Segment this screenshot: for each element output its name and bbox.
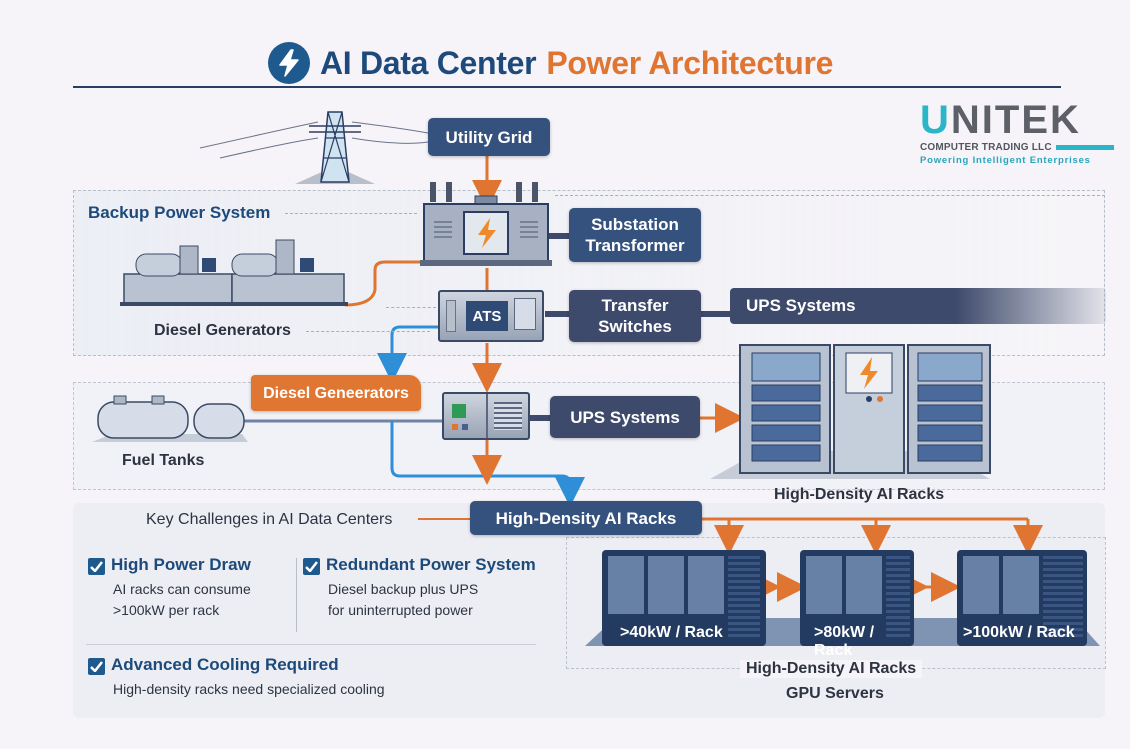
logo-letters: NITEK [950, 98, 1081, 142]
hd-racks-node[interactable]: High-Density AI Racks [470, 501, 702, 535]
lightning-bolt-icon [268, 42, 310, 84]
transfer-line-1: Transfer [601, 296, 669, 315]
key-challenges-label: Key Challenges in AI Data Centers [146, 511, 393, 528]
racks-caption-line-1: High-Density AI Racks [740, 660, 923, 678]
fuel-tanks-label: Fuel Tanks [122, 452, 205, 469]
hd-racks-caption: High-Density AI Racks [774, 486, 945, 503]
challenge-desc-line: High-density racks need specialized cool… [113, 681, 385, 697]
substation-line-2: Transformer [585, 236, 685, 255]
backup-power-label: Backup Power System [88, 203, 271, 222]
logo-bar [1055, 145, 1114, 150]
utility-grid-node[interactable]: Utility Grid [428, 118, 550, 156]
rack-power-label: >100kW / Rack [963, 624, 1075, 641]
challenges-panel [73, 503, 1105, 718]
challenge-item: High Power Draw AI racks can consume >100… [88, 555, 251, 621]
racks-caption-line-2: GPU Servers [786, 685, 884, 702]
title-part-1: AI Data Center [320, 44, 537, 81]
logo-tagline: Powering Intelligent Enterprises [920, 155, 1091, 166]
challenge-desc-line: Diesel backup plus UPS [328, 581, 479, 597]
rack-power-label: >80kW / Rack [814, 624, 875, 659]
gpu-rack: >80kW / Rack [800, 550, 914, 659]
backup-top-dash [555, 195, 1105, 196]
challenge-desc-line: >100kW per rack [113, 602, 220, 618]
ups-systems-node[interactable]: UPS Systems [550, 396, 700, 438]
transfer-line-2: Switches [598, 317, 672, 336]
rack-power-label: >40kW / Rack [620, 624, 723, 641]
challenge-desc-line: AI racks can consume [113, 581, 251, 597]
gen-dash-2 [386, 307, 436, 308]
logo-letter-u: U [920, 98, 951, 142]
fuel-tanks-icon [92, 395, 248, 442]
checkbox-icon [88, 658, 105, 675]
ups-cabinet-equipment [442, 392, 530, 440]
ats-label: ATS [466, 301, 508, 331]
logo-wordmark: UNITEK [920, 100, 1120, 140]
challenge-desc-line: for uninterrupted power [328, 602, 473, 618]
challenge-divider [296, 558, 297, 632]
ats-switch-equipment: ATS [438, 290, 544, 342]
checkbox-icon [88, 558, 105, 575]
challenge-item: Advanced Cooling Required High-density r… [88, 655, 385, 700]
diesel-generators-label: Diesel Generators [154, 322, 291, 339]
challenge-separator [86, 644, 536, 645]
page-title: AI Data Center Power Architecture [268, 38, 833, 88]
diesel-generators-icon [120, 239, 348, 306]
transformer-equipment [420, 182, 552, 268]
gpu-rack: >100kW / Rack [957, 550, 1087, 646]
gen-dash [306, 331, 430, 332]
challenge-title: Advanced Cooling Required [111, 655, 339, 674]
diesel-generators-tag[interactable]: Diesel Geneerators [251, 375, 421, 411]
backup-dash [285, 213, 417, 214]
challenge-title: High Power Draw [111, 555, 251, 574]
checkbox-icon [303, 558, 320, 575]
title-part-2: Power Architecture [546, 44, 834, 81]
title-divider [73, 86, 1061, 88]
challenge-item: Redundant Power System Diesel backup plu… [303, 555, 536, 621]
logo-company: COMPUTER TRADING LLC [920, 142, 1120, 153]
substation-line-1: Substation [591, 215, 679, 234]
challenge-title: Redundant Power System [326, 555, 536, 574]
ups-racks-icon [710, 344, 991, 479]
ups-systems-banner[interactable]: UPS Systems [730, 288, 1106, 324]
logo-company-text: COMPUTER TRADING LLC [920, 142, 1052, 153]
gpu-rack: >40kW / Rack [602, 550, 766, 646]
company-logo: UNITEK COMPUTER TRADING LLC Powering Int… [920, 100, 1120, 166]
transmission-tower-icon [295, 111, 375, 184]
